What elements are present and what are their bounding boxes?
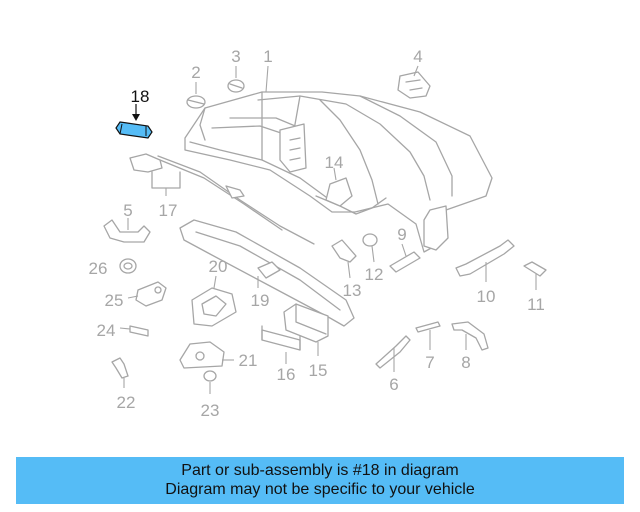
part-5-hinge xyxy=(103,218,151,243)
part-6-trim xyxy=(375,335,411,372)
part-10-gas-strut xyxy=(455,239,515,282)
part-15-bracket xyxy=(283,303,329,356)
callout-22: 22 xyxy=(117,393,136,412)
callout-2: 2 xyxy=(191,63,200,82)
callout-12: 12 xyxy=(365,265,384,284)
callout-23: 23 xyxy=(201,401,220,420)
part-12-cap xyxy=(362,233,378,263)
part-11-clip xyxy=(523,261,547,290)
part-4-latch xyxy=(397,65,431,99)
part-8-trim xyxy=(451,321,489,351)
banner-line-1: Part or sub-assembly is #18 in diagram xyxy=(181,462,459,479)
callout-5: 5 xyxy=(123,201,132,220)
info-banner: Part or sub-assembly is #18 in diagram D… xyxy=(16,457,624,504)
part-13-pin xyxy=(331,239,357,279)
callout-7: 7 xyxy=(425,353,434,372)
callout-19: 19 xyxy=(251,291,270,310)
callout-9: 9 xyxy=(397,225,406,244)
parts-diagram: 1 2 3 4 5 6 7 8 9 10 11 12 13 14 15 16 1… xyxy=(89,47,547,420)
callout-14: 14 xyxy=(325,153,344,172)
part-21-bracket xyxy=(179,341,234,369)
part-14-bracket xyxy=(325,167,353,207)
callout-8: 8 xyxy=(461,353,470,372)
part-16-bracket xyxy=(261,325,301,364)
callout-16: 16 xyxy=(277,365,296,384)
part-19-rail xyxy=(179,219,355,327)
callout-25: 25 xyxy=(105,291,124,310)
part-18-highlighted xyxy=(115,104,153,139)
callout-13: 13 xyxy=(343,281,362,300)
part-20-cover xyxy=(191,275,237,327)
part-3-bumper xyxy=(227,66,245,93)
callout-26: 26 xyxy=(89,259,108,278)
part-9-strut xyxy=(389,243,421,273)
part-17-cable xyxy=(129,153,315,245)
callout-1: 1 xyxy=(263,47,272,66)
part-22-screw xyxy=(111,357,129,388)
callout-3: 3 xyxy=(231,47,240,66)
callout-17: 17 xyxy=(159,201,178,220)
callout-20: 20 xyxy=(209,257,228,276)
part-7-trim xyxy=(415,321,441,350)
part-26-plug xyxy=(119,258,137,274)
callout-21: 21 xyxy=(239,351,258,370)
callout-15: 15 xyxy=(309,361,328,380)
callout-6: 6 xyxy=(389,375,398,394)
callout-11: 11 xyxy=(527,295,545,314)
top-frame-part xyxy=(184,91,493,253)
part-24-bolt xyxy=(119,325,149,337)
banner-line-2: Diagram may not be specific to your vehi… xyxy=(165,481,475,498)
callout-24: 24 xyxy=(97,321,116,340)
part-2-bumper xyxy=(186,82,206,109)
part-25-bracket xyxy=(127,281,167,307)
callout-10: 10 xyxy=(477,287,496,306)
part-23-nut xyxy=(203,370,217,394)
callout-18: 18 xyxy=(131,87,150,106)
callout-4: 4 xyxy=(413,47,422,66)
